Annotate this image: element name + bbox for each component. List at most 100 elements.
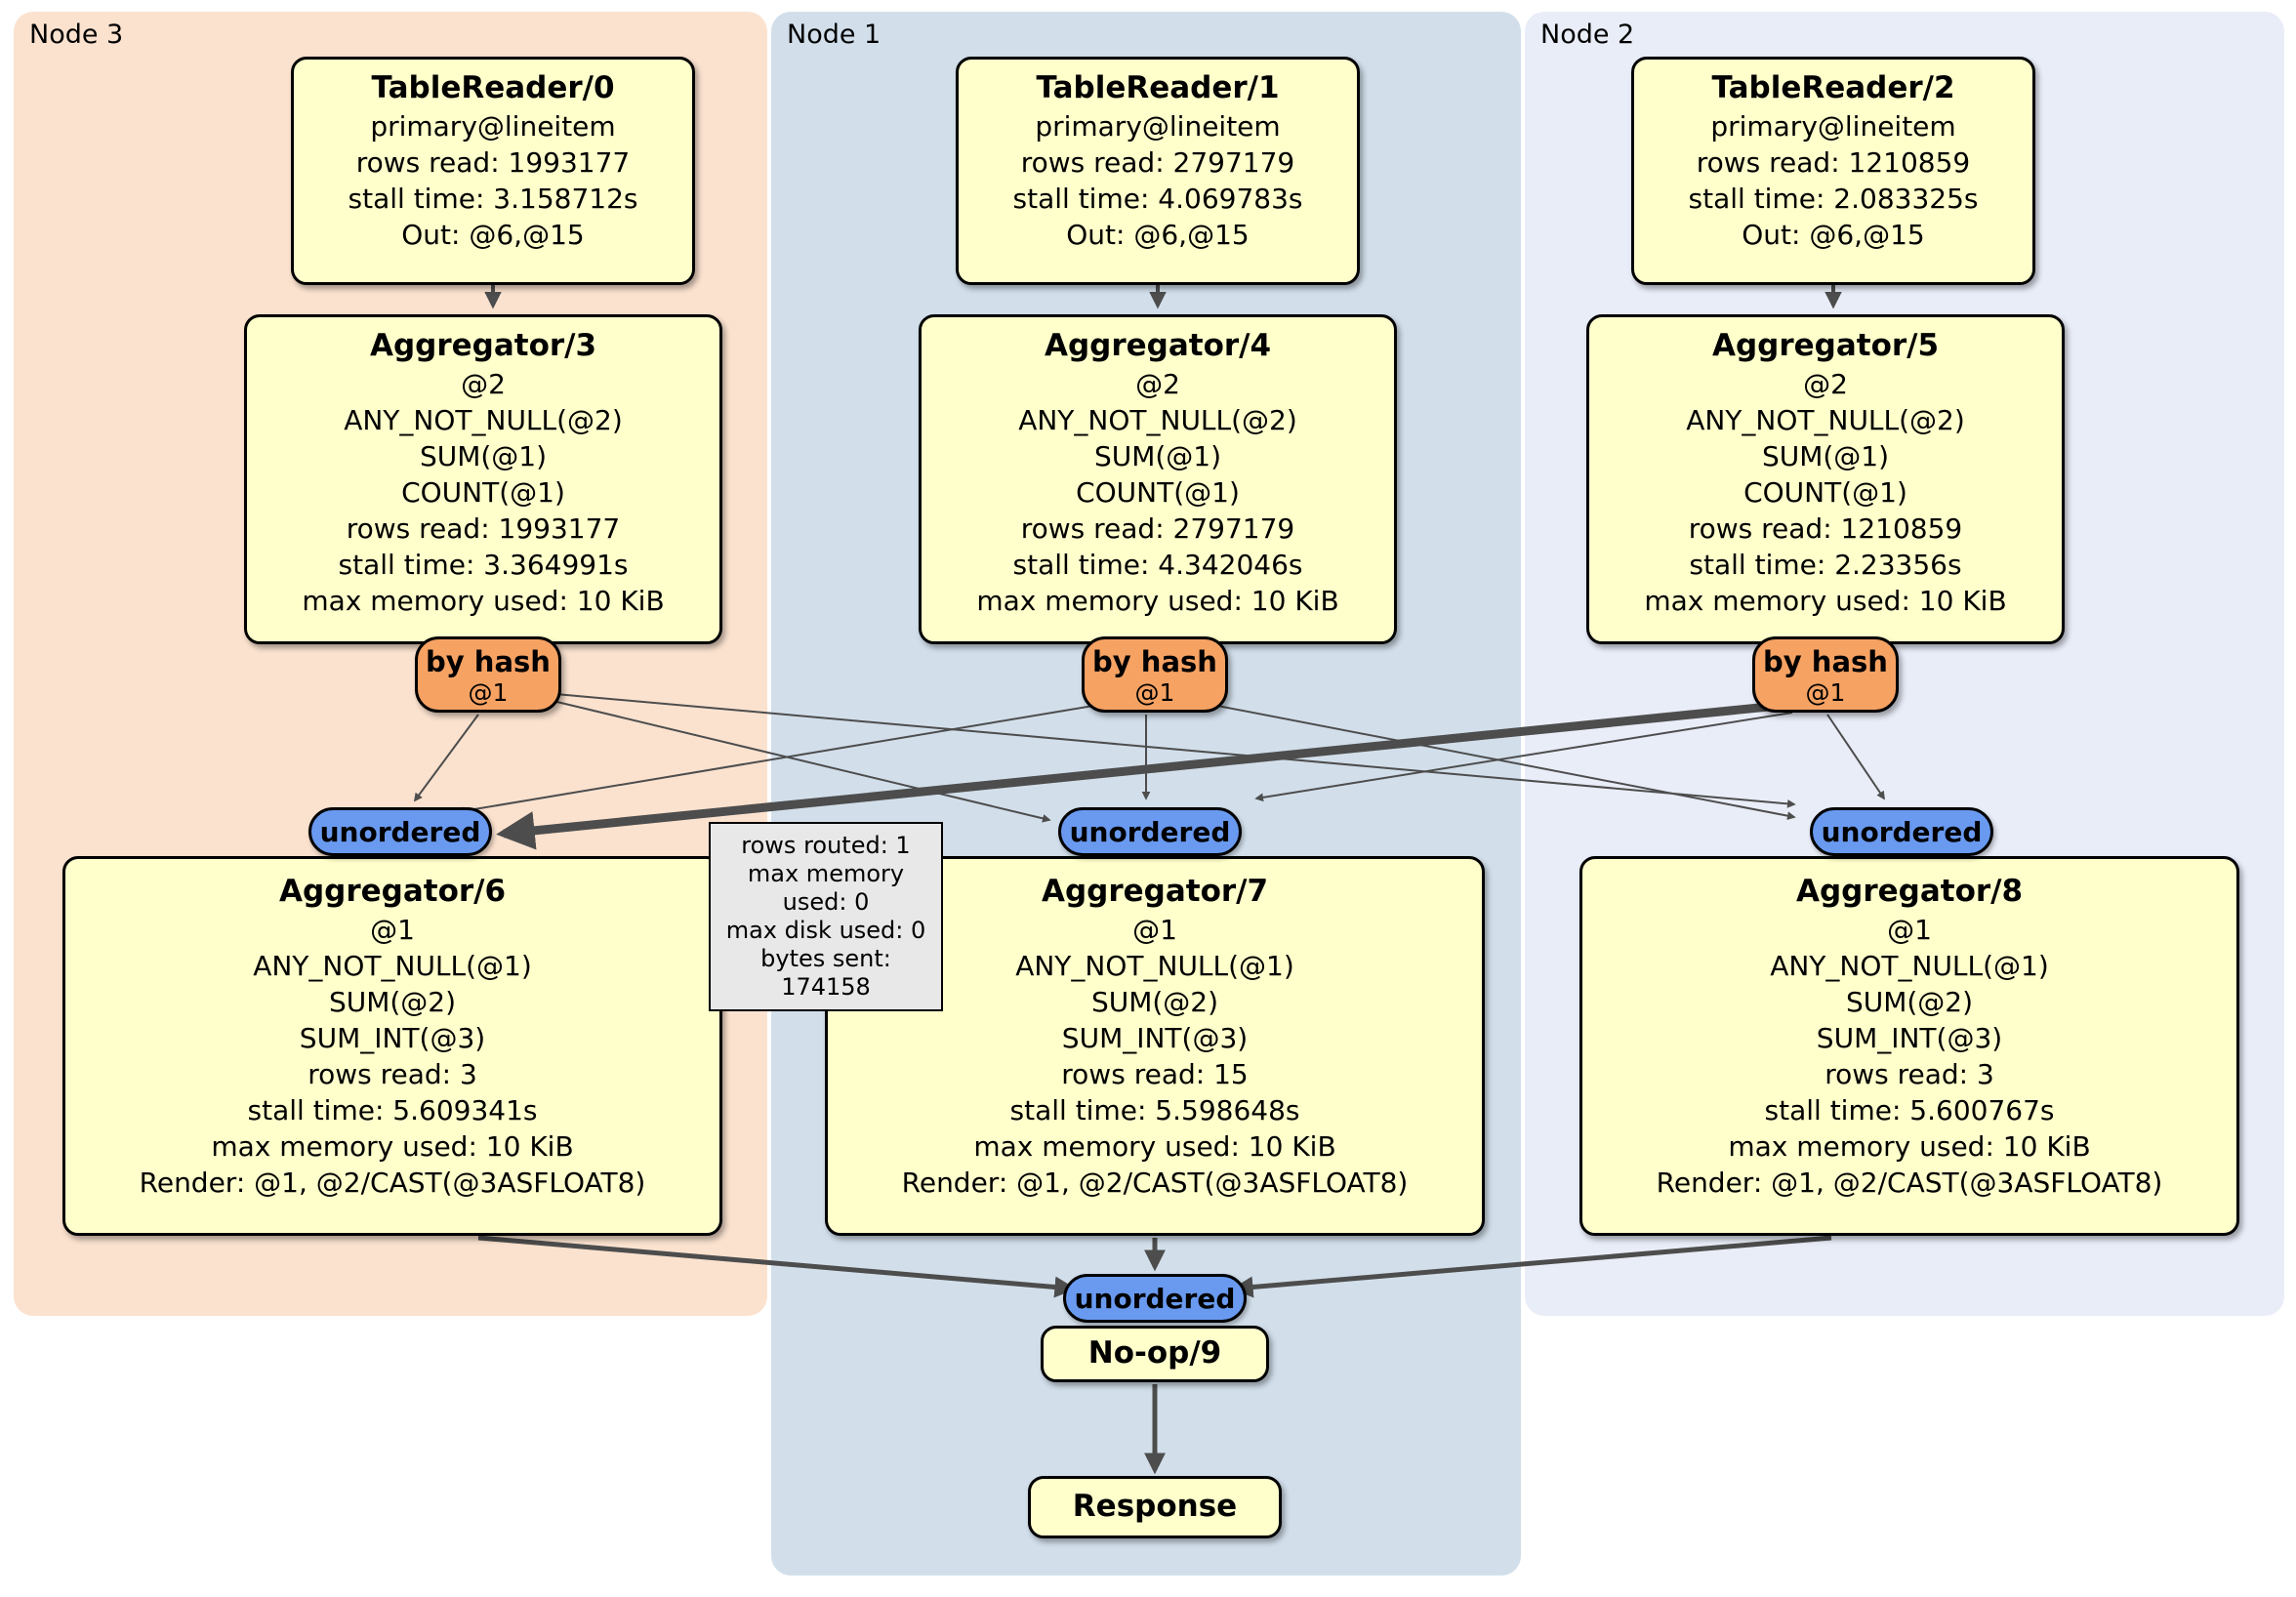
edge-router2-to-sync-middle[interactable] (1254, 712, 1793, 802)
op-line: Render: @1, @2/CAST(@3ASFLOAT8) (1656, 1167, 2163, 1199)
op-line: max memory used: 10 KiB (1728, 1130, 2091, 1163)
router-label: by hash (426, 645, 551, 678)
router-label: by hash (1092, 645, 1217, 678)
router-by-hash-node3[interactable]: by hash @1 (415, 636, 561, 713)
op-line: primary@lineitem (1035, 110, 1281, 143)
op-line: max memory used: 10 KiB (973, 1130, 1336, 1163)
op-box-tablereader-2: TableReader/2 primary@lineitem rows read… (1631, 57, 2035, 285)
op-box-tablereader-0: TableReader/0 primary@lineitem rows read… (291, 57, 695, 285)
op-title: Aggregator/6 (278, 874, 507, 909)
sync-unordered-right[interactable]: unordered (1810, 807, 1993, 856)
op-title: Aggregator/4 (1044, 328, 1272, 363)
op-line: Render: @1, @2/CAST(@3ASFLOAT8) (901, 1167, 1409, 1199)
op-line: @1 (1887, 914, 1932, 946)
op-line: rows read: 15 (1061, 1058, 1249, 1090)
op-line: ANY_NOT_NULL(@1) (1770, 950, 2049, 982)
op-line: COUNT(@1) (401, 476, 565, 509)
router-detail: @1 (1805, 678, 1846, 707)
sync-unordered-output[interactable]: unordered (1063, 1274, 1247, 1323)
op-line: stall time: 2.23356s (1689, 549, 1962, 581)
op-line: @1 (1132, 914, 1177, 946)
op-title: TableReader/0 (371, 70, 615, 105)
op-line: ANY_NOT_NULL(@1) (1015, 950, 1294, 982)
op-box-aggregator-4: Aggregator/4 @2 ANY_NOT_NULL(@2) SUM(@1)… (919, 314, 1397, 644)
op-title: TableReader/1 (1036, 70, 1280, 105)
router-detail: @1 (468, 678, 509, 707)
node-label-1: Node 1 (787, 20, 882, 50)
op-line: primary@lineitem (1710, 110, 1956, 143)
op-line: SUM(@1) (419, 440, 548, 472)
op-line: @2 (461, 368, 506, 400)
op-line: stall time: 5.600767s (1764, 1094, 2055, 1126)
op-box-response: Response (1028, 1476, 1282, 1538)
tooltip-line: rows routed: 1 (741, 832, 911, 859)
op-title: Aggregator/5 (1711, 328, 1940, 363)
edge-router2-to-sync-left[interactable] (496, 702, 1770, 850)
op-line: stall time: 4.069783s (1012, 183, 1303, 215)
op-line: rows read: 1993177 (346, 512, 621, 545)
router-by-hash-node1[interactable]: by hash @1 (1082, 636, 1228, 713)
op-line: max memory used: 10 KiB (211, 1130, 574, 1163)
op-line: rows read: 1210859 (1696, 146, 1971, 179)
node-label-3: Node 3 (29, 20, 124, 50)
op-line: max memory used: 10 KiB (1644, 585, 2007, 617)
op-line: @1 (370, 914, 415, 946)
edge-router3-to-sync-right[interactable] (544, 692, 1796, 808)
sync-unordered-middle[interactable]: unordered (1058, 807, 1242, 856)
op-line: stall time: 5.598648s (1009, 1094, 1300, 1126)
op-line: rows read: 1210859 (1688, 512, 1963, 545)
sync-unordered-left[interactable]: unordered (308, 807, 492, 856)
op-box-noop-9: No-op/9 (1041, 1326, 1269, 1382)
op-title: Aggregator/8 (1795, 874, 2024, 909)
op-line: ANY_NOT_NULL(@2) (1686, 404, 1965, 436)
op-line: SUM_INT(@3) (1816, 1022, 2003, 1054)
sync-label: unordered (1069, 816, 1231, 848)
op-line: Out: @6,@15 (1742, 219, 1925, 251)
op-title: No-op/9 (1087, 1335, 1222, 1371)
edge-agg8-to-sync-output[interactable] (1231, 1235, 1832, 1298)
op-line: SUM(@2) (1845, 986, 1974, 1018)
op-line: SUM_INT(@3) (1061, 1022, 1249, 1054)
op-line: SUM_INT(@3) (299, 1022, 486, 1054)
op-line: Out: @6,@15 (1066, 219, 1250, 251)
router-by-hash-node2[interactable]: by hash @1 (1752, 636, 1899, 713)
op-box-aggregator-5: Aggregator/5 @2 ANY_NOT_NULL(@2) SUM(@1)… (1586, 314, 2065, 644)
router-label: by hash (1763, 645, 1888, 678)
sync-label: unordered (319, 816, 481, 848)
op-box-aggregator-6: Aggregator/6 @1 ANY_NOT_NULL(@1) SUM(@2)… (62, 856, 722, 1236)
op-line: Render: @1, @2/CAST(@3ASFLOAT8) (139, 1167, 646, 1199)
op-line: ANY_NOT_NULL(@2) (344, 404, 623, 436)
op-line: SUM(@1) (1761, 440, 1890, 472)
op-box-aggregator-7: Aggregator/7 @1 ANY_NOT_NULL(@1) SUM(@2)… (825, 856, 1485, 1236)
op-line: stall time: 5.609341s (247, 1094, 538, 1126)
edge-router3-to-sync-left[interactable] (413, 714, 479, 802)
op-line: COUNT(@1) (1076, 476, 1240, 509)
op-line: stall time: 4.342046s (1012, 549, 1303, 581)
sync-label: unordered (1821, 816, 1983, 848)
op-line: max memory used: 10 KiB (976, 585, 1339, 617)
op-line: ANY_NOT_NULL(@1) (253, 950, 532, 982)
op-line: stall time: 3.158712s (348, 183, 638, 215)
op-title: Aggregator/7 (1041, 874, 1269, 909)
op-line: stall time: 2.083325s (1688, 183, 1979, 215)
edge-agg6-to-sync-output[interactable] (477, 1235, 1077, 1298)
edge-router3-to-sync-middle[interactable] (544, 698, 1051, 823)
op-line: Out: @6,@15 (401, 219, 585, 251)
op-title: TableReader/2 (1711, 70, 1955, 105)
sync-label: unordered (1074, 1283, 1236, 1315)
op-title: Aggregator/3 (369, 328, 597, 363)
tooltip-line: bytes sent: 174158 (760, 945, 891, 1001)
edge-router2-to-sync-right[interactable] (1826, 714, 1885, 800)
op-line: rows read: 1993177 (355, 146, 631, 179)
tooltip-line: max disk used: 0 (725, 917, 926, 944)
edge-router1-to-sync-left[interactable] (455, 704, 1100, 816)
op-line: SUM(@1) (1093, 440, 1222, 472)
op-line: rows read: 2797179 (1020, 146, 1295, 179)
op-line: SUM(@2) (1090, 986, 1219, 1018)
op-line: COUNT(@1) (1743, 476, 1907, 509)
op-line: @2 (1135, 368, 1180, 400)
op-line: primary@lineitem (370, 110, 616, 143)
edge-router1-to-sync-right[interactable] (1211, 704, 1796, 820)
router-detail: @1 (1134, 678, 1175, 707)
